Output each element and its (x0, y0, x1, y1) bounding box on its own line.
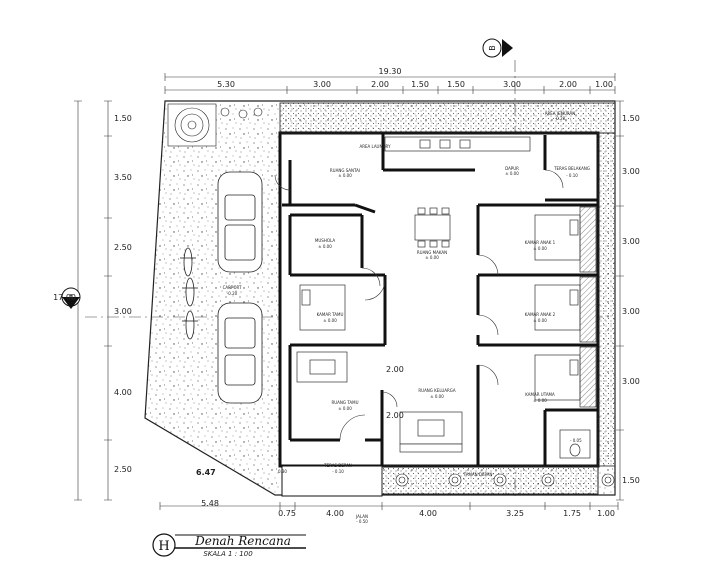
dim-inner-small: 0.30 (278, 469, 287, 474)
dim-left-seg: 2.50 (114, 243, 132, 252)
dim-right-seg: 3.00 (622, 307, 640, 316)
room-ruang-makan-level: ± 0.00 (425, 255, 439, 260)
room-ruang-santai: RUANG SANTAI (330, 168, 360, 173)
dimension-text-right: 1.50 3.00 3.00 3.00 3.00 1.50 (622, 114, 640, 485)
dim-right-seg: 1.50 (622, 114, 640, 123)
dim-bottom-seg: 5.48 (201, 499, 219, 508)
motorbikes (180, 247, 198, 340)
dim-right-seg: 3.00 (622, 377, 640, 386)
room-carport: CARPORT (223, 285, 242, 290)
room-kamar-anak-1-level: ± 0.00 (533, 246, 547, 251)
dimension-text-inner: 6.47 2.00 2.00 0.30 (196, 365, 404, 477)
room-dapur: DAPUR (505, 166, 519, 171)
dim-inner-v1: 2.00 (386, 365, 404, 374)
room-kamar-anak-1: KAMAR ANAK 1 (525, 240, 556, 245)
dim-left-seg: 2.50 (114, 465, 132, 474)
room-teras-belakang-level: - 0.10 (566, 173, 578, 178)
dim-left-seg: 3.50 (114, 173, 132, 182)
dim-top-seg: 2.00 (559, 80, 577, 89)
dim-left-seg: 3.00 (114, 307, 132, 316)
room-mushola-level: ± 0.00 (318, 244, 332, 249)
room-kamar-tamu-level: ± 0.00 (323, 318, 337, 323)
title-name: Denah Rencana (194, 534, 291, 548)
room-ruang-tamu-level: ± 0.00 (338, 406, 352, 411)
section-marker-a: A (61, 287, 81, 309)
room-kamar-utama: KAMAR UTAMA (525, 392, 555, 397)
dim-bottom-seg: 4.00 (419, 509, 437, 518)
tree-symbol (167, 103, 217, 147)
dim-diagonal: 6.47 (196, 468, 216, 477)
dim-left-total: 17.00 (53, 293, 76, 302)
plant-pots (220, 107, 615, 487)
title-block: H Denah Rencana SKALA 1 : 100 (152, 533, 306, 558)
dim-right-seg: 3.00 (622, 237, 640, 246)
dim-top-seg: 1.50 (447, 80, 465, 89)
section-marker-b: B (482, 38, 513, 58)
dim-left-seg: 4.00 (114, 388, 132, 397)
room-mushola: MUSHOLA (315, 238, 335, 243)
dim-top-seg: 3.00 (503, 80, 521, 89)
dim-right-seg: 1.50 (622, 476, 640, 485)
dimension-text-top: 19.30 5.30 3.00 2.00 1.50 1.50 3.00 2.00… (217, 67, 613, 89)
dim-left-seg: 1.50 (114, 114, 132, 123)
room-kamar-anak-2: KAMAR ANAK 2 (525, 312, 556, 317)
dim-top-seg: 3.00 (313, 80, 331, 89)
dim-top-seg: 5.30 (217, 80, 235, 89)
room-kamar-tamu: KAMAR TAMU (317, 312, 344, 317)
room-taman-depan: TAMAN DEPAN (463, 472, 493, 477)
room-teras-depan-level: - 0.10 (332, 469, 344, 474)
section-label-b: B (488, 45, 497, 51)
room-dapur-level: ± 0.00 (505, 171, 519, 176)
furniture (296, 136, 597, 459)
room-teras-belakang: TERAS BELAKANG (553, 166, 590, 171)
room-kamar-anak-2-level: ± 0.00 (533, 318, 547, 323)
room-ruang-keluarga-level: ± 0.00 (430, 394, 444, 399)
section-label-a: A (68, 293, 74, 302)
car-top (217, 171, 263, 273)
room-area-jemuran-level: -0.20 (555, 116, 566, 121)
room-carport-level: -0.20 (227, 291, 238, 296)
dim-top-seg: 1.00 (595, 80, 613, 89)
room-area-jemuran: AREA JEMURAN (545, 111, 575, 116)
room-jalan: JALAN (355, 514, 368, 519)
room-ruang-santai-level: ± 0.00 (338, 173, 352, 178)
dimension-text-bottom: 5.48 0.75 4.00 4.00 3.25 1.75 1.00 (201, 499, 615, 518)
dimension-text-left: 17.00 1.50 3.50 2.50 3.00 4.00 2.50 (53, 114, 132, 474)
room-ruang-tamu: RUANG TAMU (331, 400, 358, 405)
door-swings (274, 169, 564, 441)
room-area-laundry: AREA LAUNDRY (359, 144, 391, 149)
room-ruang-keluarga: RUANG KELUARGA (418, 388, 456, 393)
room-jalan-level: - 0.50 (356, 519, 368, 524)
room-wc-level: - 0.05 (570, 438, 582, 443)
dim-top-seg: 1.50 (411, 80, 429, 89)
title-marker: H (158, 539, 169, 554)
title-scale: SKALA 1 : 100 (203, 550, 253, 558)
dimension-lines (74, 73, 624, 510)
dim-bottom-seg: 1.75 (563, 509, 581, 518)
dim-inner-v2: 2.00 (386, 411, 404, 420)
room-ruang-makan: RUANG MAKAN (417, 250, 447, 255)
dim-bottom-seg: 3.25 (506, 509, 524, 518)
room-teras-depan: TERAS DEPAN (323, 463, 352, 468)
dim-bottom-seg: 4.00 (326, 509, 344, 518)
dim-bottom-seg: 1.00 (597, 509, 615, 518)
dim-top-seg: 2.00 (371, 80, 389, 89)
dim-top-total: 19.30 (379, 67, 402, 76)
car-bottom (217, 302, 263, 404)
dim-right-seg: 3.00 (622, 167, 640, 176)
dim-bottom-seg: 0.75 (278, 509, 296, 518)
room-labels: RUANG SANTAI ± 0.00 AREA LAUNDRY AREA JE… (223, 111, 590, 524)
room-kamar-utama-level: ± 0.00 (533, 398, 547, 403)
